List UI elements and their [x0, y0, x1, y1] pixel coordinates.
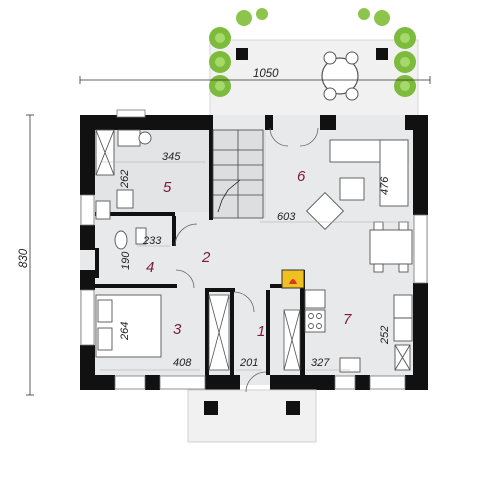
sofa-icon: [305, 139, 409, 231]
room-number-1: 1: [257, 323, 265, 340]
room-number-4: 4: [146, 259, 154, 276]
room-number-5: 5: [163, 179, 172, 196]
plant-icon: [209, 8, 416, 97]
room-number-2: 2: [201, 249, 211, 266]
overall-width-label: 1050: [253, 68, 279, 80]
room-number-6: 6: [297, 168, 306, 185]
room-3-dim-horizontal: 408: [173, 357, 192, 369]
stove-icon: [304, 289, 361, 373]
overall-height-label: 830: [18, 248, 30, 268]
toilet-icon: [95, 129, 152, 250]
terrace: [209, 39, 419, 119]
room-5-dim-horizontal: 345: [162, 151, 181, 163]
wardrobe: [208, 294, 301, 371]
room-4-dim: 190: [120, 251, 132, 270]
stairs: [212, 129, 264, 219]
sink-icon: [393, 294, 413, 371]
room-6-dim-horizontal: 603: [277, 211, 296, 223]
room-7-dim-vertical: 252: [379, 326, 391, 345]
walls: [80, 115, 428, 390]
dimension-lines: [26, 76, 431, 396]
room-6-dim-vertical: 476: [379, 176, 391, 195]
room-number-3: 3: [173, 321, 182, 338]
room-1-dim: 201: [239, 357, 258, 369]
room-7-dim-horizontal: 327: [311, 357, 330, 369]
table-icon: [369, 221, 413, 273]
fireplace-icon: [281, 269, 305, 289]
doors: [174, 127, 319, 393]
porch: [187, 389, 317, 443]
windows: [80, 109, 428, 390]
guide-lines: [100, 161, 410, 371]
room-5-dim-bath: 233: [142, 235, 162, 247]
bed-icon: [95, 294, 162, 358]
table-icon: [321, 51, 359, 101]
room-5-dim-vertical: 262: [119, 170, 131, 189]
room-number-7: 7: [343, 311, 352, 328]
room-3-dim-vertical: 264: [119, 322, 131, 341]
